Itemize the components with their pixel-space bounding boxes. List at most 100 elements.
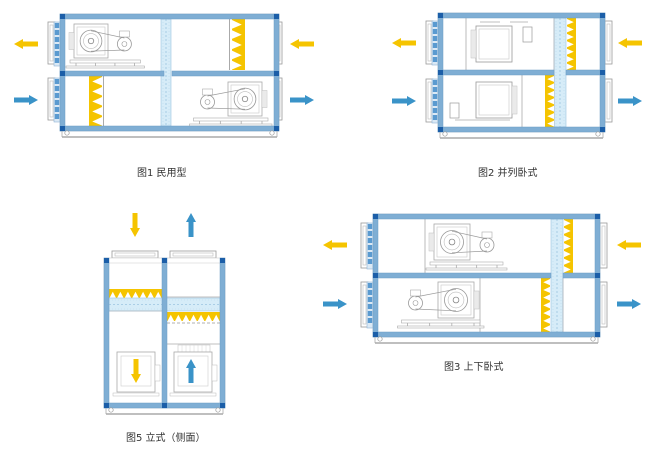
filter-pleat [92,87,102,96]
frame-bottom [437,126,606,133]
base-rail [429,261,504,266]
belt [90,49,125,52]
filter-pleat [132,291,139,298]
base-foot [215,407,221,413]
belt [207,107,246,110]
filter-pleat [567,63,574,70]
fan-wheel [79,29,103,53]
frame-corner [162,403,167,408]
frame-corner [274,71,279,76]
coil-tube [54,51,60,56]
coil-tube [367,224,373,229]
filter-frame [103,76,104,126]
coil-tube [54,58,60,63]
coil-tube [367,231,373,236]
coil-tube [432,22,438,27]
exhaust-out-arrow [392,38,416,48]
fan-fins [473,290,480,310]
bottom-fan-motor [397,281,485,329]
filter-pleat [564,227,571,234]
right-fan-base [169,392,217,397]
base-plate [397,325,485,329]
filter-pleat [175,314,182,321]
fan-fins [428,232,435,252]
filter-pleat [167,314,175,321]
coil-tube [432,94,438,99]
figure-3-stacked [320,200,662,350]
figure-2-side-by-side [380,0,662,150]
base-plate [65,65,145,69]
fan-wheel-inner [443,233,461,251]
fan-housing-inner [436,226,468,258]
supply-out-arrow [290,95,314,105]
motor-shaft [412,300,419,306]
exhaust-in-arrow [617,240,641,250]
fan-housing [433,223,471,261]
exhaust-in-arrow [130,213,140,237]
right-bottom-grille [604,78,613,123]
frame-corner [438,13,443,18]
grille-slot [49,80,54,118]
frame-corner [600,127,605,132]
top-fan-motor [425,223,508,271]
frame-middle-right [565,69,606,76]
top-filter [232,19,245,70]
grille-slot [606,23,611,62]
base-foot [442,131,448,137]
motor-shaft [204,99,211,105]
belt [415,308,457,312]
fan-box-inner [478,84,510,116]
base-foot [377,336,383,342]
coil-tube [54,86,60,91]
fresh-air-in-arrow [392,96,416,106]
coil-tube [432,29,438,34]
supply-out-arrow [186,213,196,237]
filter-pleat [543,309,550,317]
filter-frame [229,19,230,70]
frame-corner [373,214,378,219]
frame-left [103,257,110,409]
filter-pleat [543,279,550,286]
filter-pleat [564,266,571,273]
grille-slot [606,81,611,120]
filter-pleat [543,317,550,324]
fan-wheel-inner [447,291,465,309]
frame-corner [60,126,65,131]
coil-tube [54,93,60,98]
coil-tube [432,115,438,120]
bottom-fan [475,81,518,119]
left-fan-fins [154,364,161,382]
top-motor [522,26,533,43]
grille-slot [362,225,367,266]
coil-tube [54,100,60,105]
filter-pleat [567,41,574,48]
base-rail [193,117,269,122]
grille-slot [172,252,214,257]
fan-housing-inner [230,84,260,114]
coil-tube [54,37,60,42]
left-filter [109,289,162,298]
base-rail [401,319,481,324]
exhaust-out-arrow [323,240,347,250]
grille-slot [362,284,367,325]
frame-corner [274,126,279,131]
coil-tube [54,23,60,28]
fan-hub [448,238,456,246]
base-plate [189,123,273,127]
frame-corner [595,332,600,337]
coil-tube [432,80,438,85]
motor-top [481,231,493,239]
coil-tube [432,87,438,92]
figure-3-caption: 图3 上下卧式 [444,362,504,373]
coil-tube [54,44,60,49]
fan-wheel [444,288,468,312]
grille-slot [114,252,156,257]
fan-fins [68,32,75,50]
figure-1-caption: 图1 民用型 [137,168,187,179]
left-fan-base [112,392,160,397]
coil-tube [367,245,373,250]
filter-pleat [547,120,554,127]
right-filter [167,312,220,321]
bottom-motor [449,102,460,119]
base-foot [64,130,70,136]
